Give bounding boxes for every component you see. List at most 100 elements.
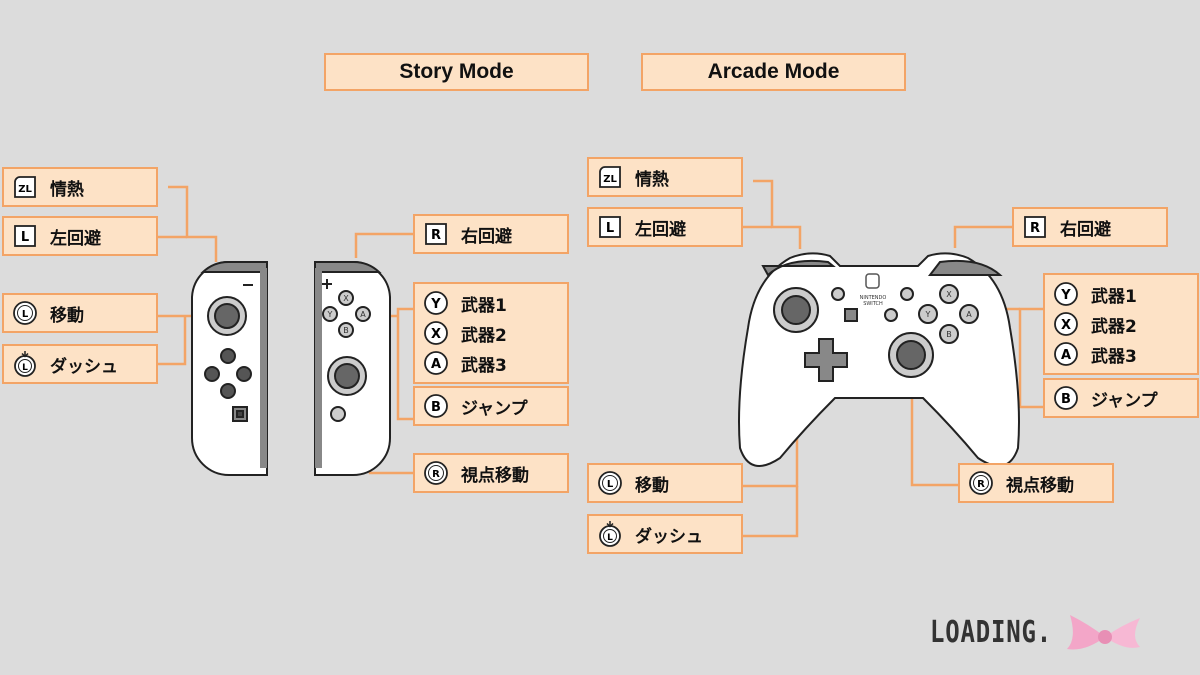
svg-text:A: A xyxy=(1061,348,1071,363)
svg-text:R: R xyxy=(1030,221,1040,236)
story-r-label: R 右回避 xyxy=(413,214,569,254)
svg-text:B: B xyxy=(431,400,441,415)
arcade-mode-title: Arcade Mode xyxy=(707,60,840,83)
arcade-a-row: A 武器3 xyxy=(1045,339,1137,369)
story-x-row: X 武器2 xyxy=(415,318,507,348)
arcade-zl-label: ZL 情熱 xyxy=(587,157,743,197)
arcade-a-text: 武器3 xyxy=(1091,346,1137,367)
pro-a-glyph: A xyxy=(966,310,972,319)
arcade-ls-press-text: ダッシュ xyxy=(635,526,703,547)
left-stick-press-icon: L xyxy=(14,351,36,377)
story-ls-press-text: ダッシュ xyxy=(50,356,118,377)
svg-text:L: L xyxy=(607,479,614,490)
arcade-face-buttons-label: Y 武器1 X 武器2 A 武器3 xyxy=(1043,273,1199,375)
zl-button-icon: ZL xyxy=(14,176,36,198)
arcade-r-text: 右回避 xyxy=(1060,219,1111,240)
story-b-label: B ジャンプ xyxy=(413,386,569,426)
story-b-text: ジャンプ xyxy=(461,398,528,419)
svg-text:X: X xyxy=(431,327,441,342)
x-button-icon: X xyxy=(424,321,448,345)
svg-text:A: A xyxy=(431,357,441,372)
jc-x-glyph: X xyxy=(343,294,349,303)
story-y-text: 武器1 xyxy=(461,295,507,316)
loading-status: LOADING. xyxy=(930,615,1052,650)
pro-controller xyxy=(738,252,1020,467)
b-button-icon: B xyxy=(424,394,448,418)
right-stick-icon: R xyxy=(424,461,448,485)
arcade-zl-text: 情熱 xyxy=(635,169,669,190)
a-button-icon: A xyxy=(1054,342,1078,366)
story-ls-text: 移動 xyxy=(50,305,84,326)
svg-text:X: X xyxy=(1061,318,1071,333)
svg-text:L: L xyxy=(21,230,29,245)
arcade-x-text: 武器2 xyxy=(1091,316,1137,337)
arcade-x-row: X 武器2 xyxy=(1045,309,1137,339)
a-button-icon: A xyxy=(424,351,448,375)
svg-text:R: R xyxy=(432,469,440,480)
y-button-icon: Y xyxy=(424,291,448,315)
svg-text:R: R xyxy=(431,228,441,243)
arcade-y-row: Y 武器1 xyxy=(1045,279,1137,309)
story-mode-title: Story Mode xyxy=(399,60,514,83)
svg-text:L: L xyxy=(606,221,614,236)
svg-text:Y: Y xyxy=(430,297,441,312)
arcade-l-label: L 左回避 xyxy=(587,207,743,247)
story-zl-label: ZL 情熱 xyxy=(2,167,158,207)
switch-logo-text-2: SWITCH xyxy=(863,301,883,307)
arcade-b-label: B ジャンプ xyxy=(1043,378,1199,418)
left-joycon xyxy=(191,260,268,476)
jc-a-glyph: A xyxy=(360,310,366,319)
svg-text:B: B xyxy=(1061,392,1071,407)
story-ls-press-label: L ダッシュ xyxy=(2,344,158,384)
svg-text:Y: Y xyxy=(1060,288,1071,303)
story-a-row: A 武器3 xyxy=(415,348,507,378)
svg-text:R: R xyxy=(977,479,985,490)
l-button-icon: L xyxy=(599,216,621,238)
arcade-rs-text: 視点移動 xyxy=(1006,475,1074,496)
right-joycon xyxy=(314,260,391,476)
y-button-icon: Y xyxy=(1054,282,1078,306)
story-x-text: 武器2 xyxy=(461,325,507,346)
b-button-icon: B xyxy=(1054,386,1078,410)
arcade-b-text: ジャンプ xyxy=(1091,390,1158,411)
arcade-rs-label: R 視点移動 xyxy=(958,463,1114,503)
arcade-ls-text: 移動 xyxy=(635,475,669,496)
svg-text:ZL: ZL xyxy=(18,184,32,195)
story-r-text: 右回避 xyxy=(461,226,512,247)
pro-y-glyph: Y xyxy=(925,310,931,319)
story-rs-text: 視点移動 xyxy=(461,465,529,486)
svg-text:ZL: ZL xyxy=(603,174,617,185)
r-button-icon: R xyxy=(425,223,447,245)
l-button-icon: L xyxy=(14,225,36,247)
svg-text:L: L xyxy=(22,309,29,320)
zl-button-icon: ZL xyxy=(599,166,621,188)
arcade-l-text: 左回避 xyxy=(635,219,686,240)
pro-b-glyph: B xyxy=(946,330,952,339)
switch-logo-text-1: NINTENDO xyxy=(860,295,887,301)
arcade-r-label: R 右回避 xyxy=(1012,207,1168,247)
story-rs-label: R 視点移動 xyxy=(413,453,569,493)
story-zl-text: 情熱 xyxy=(50,179,84,200)
story-mode-header: Story Mode xyxy=(324,53,589,91)
arcade-mode-header: Arcade Mode xyxy=(641,53,906,91)
svg-text:L: L xyxy=(607,533,613,543)
bow-logo-icon xyxy=(1067,615,1140,650)
jc-y-glyph: Y xyxy=(327,310,333,319)
svg-text:L: L xyxy=(22,363,28,373)
story-y-row: Y 武器1 xyxy=(415,288,507,318)
story-face-buttons-label: Y 武器1 X 武器2 A 武器3 xyxy=(413,282,569,384)
r-button-icon: R xyxy=(1024,216,1046,238)
left-stick-icon: L xyxy=(13,301,37,325)
right-stick-icon: R xyxy=(969,471,993,495)
x-button-icon: X xyxy=(1054,312,1078,336)
pro-x-glyph: X xyxy=(946,290,952,299)
left-stick-icon: L xyxy=(598,471,622,495)
arcade-y-text: 武器1 xyxy=(1091,286,1137,307)
jc-b-glyph: B xyxy=(343,326,349,335)
story-l-text: 左回避 xyxy=(50,228,101,249)
story-l-label: L 左回避 xyxy=(2,216,158,256)
left-stick-press-icon: L xyxy=(599,521,621,547)
story-a-text: 武器3 xyxy=(461,355,507,376)
story-ls-label: L 移動 xyxy=(2,293,158,333)
